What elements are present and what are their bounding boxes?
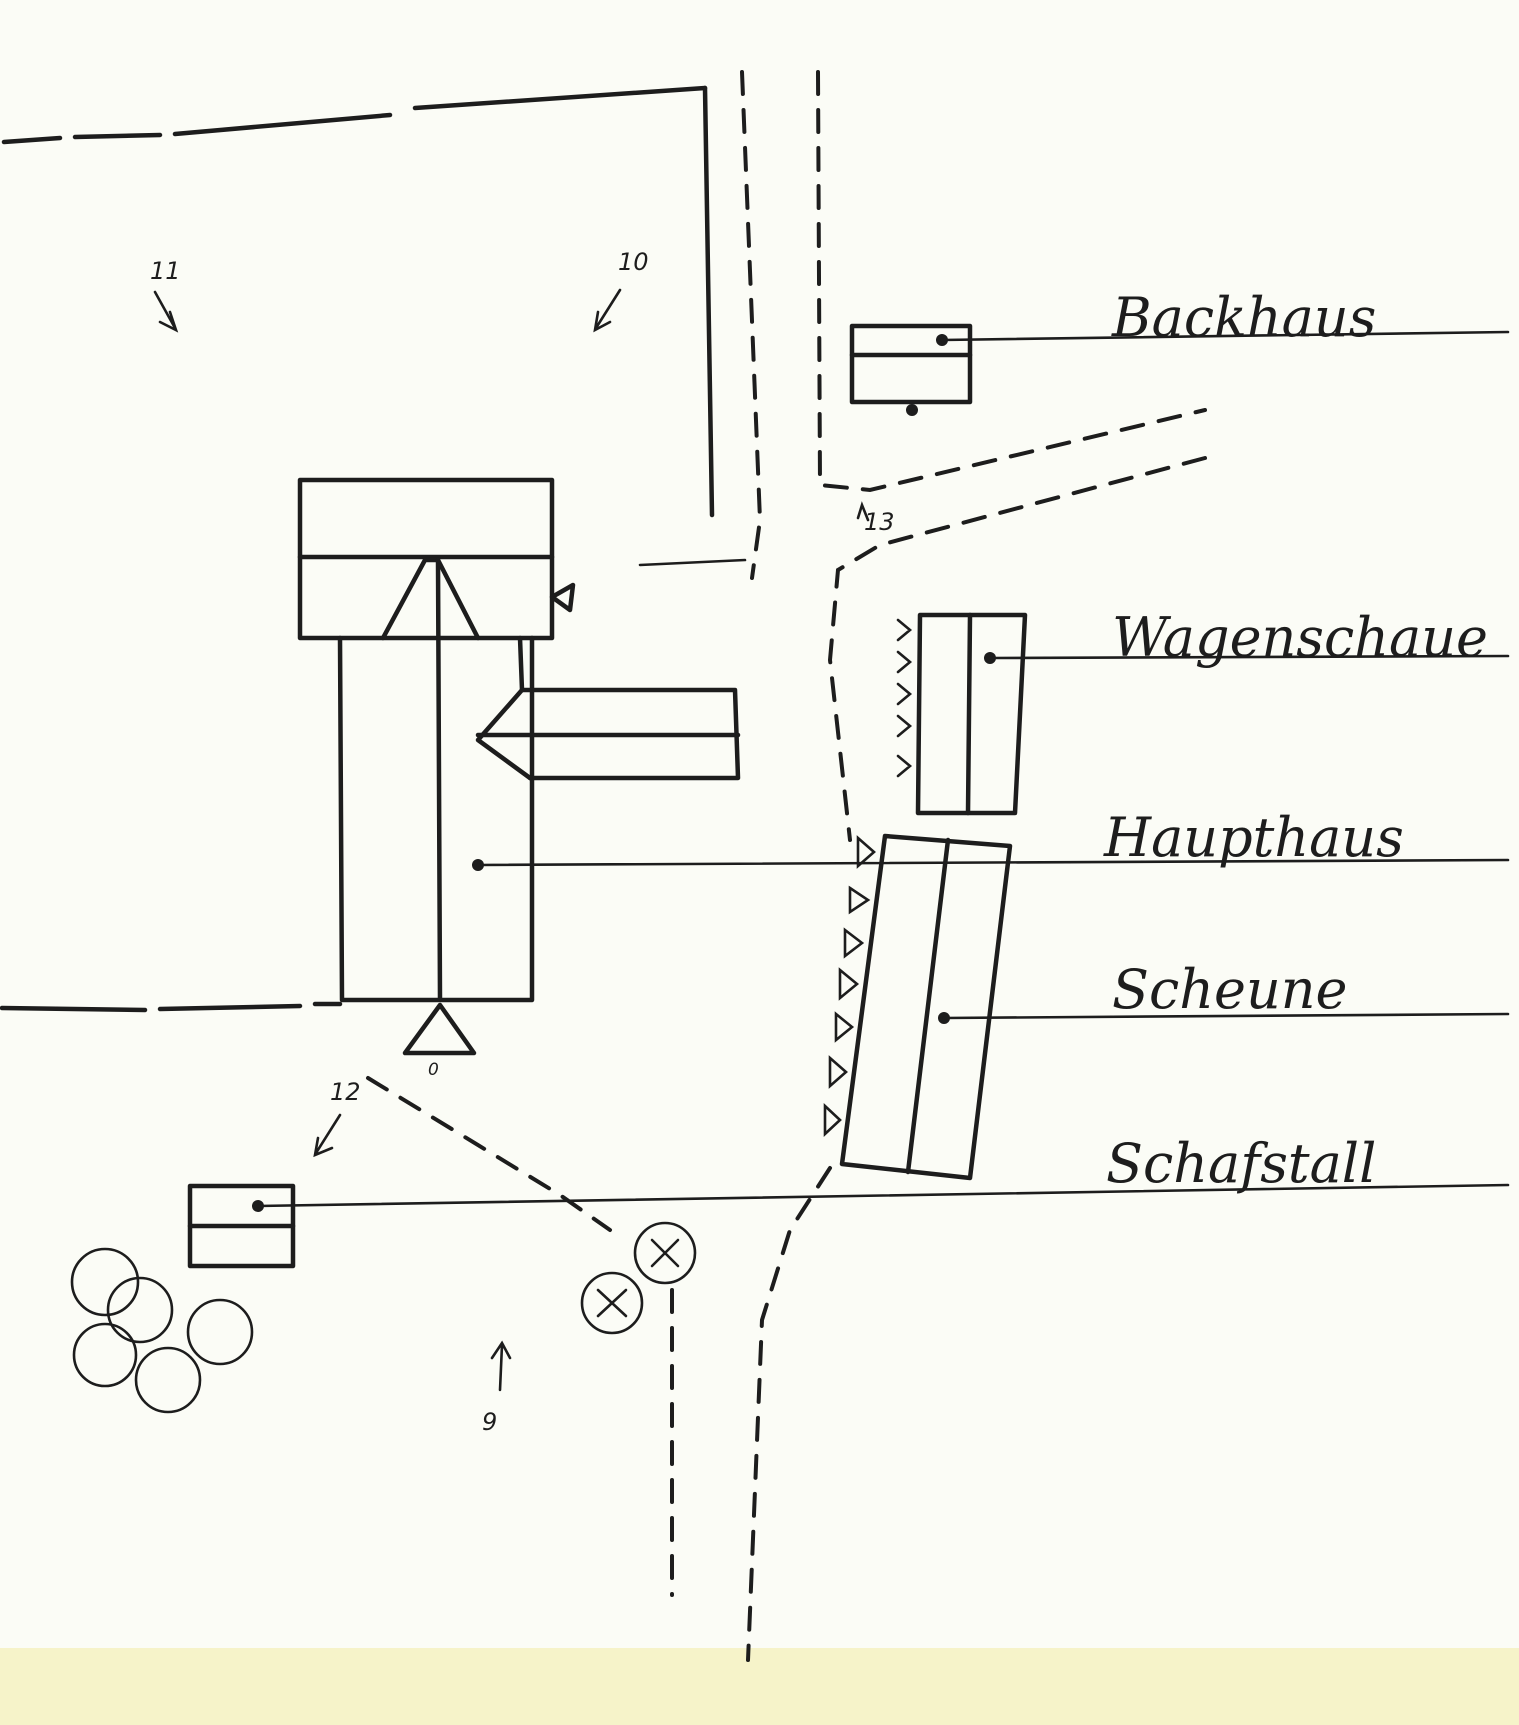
- number-0: 0: [428, 1060, 439, 1080]
- label-wagenschauer: Wagenschaue: [1112, 606, 1488, 669]
- number-11: 11: [150, 257, 181, 285]
- number-12: 12: [330, 1078, 361, 1106]
- number-9: 9: [482, 1408, 497, 1436]
- label-backhaus: Backhaus: [1111, 286, 1376, 349]
- property-boundary-top: [1, 85, 715, 518]
- tree-cluster: [70, 1247, 254, 1414]
- number-13: 13: [864, 508, 895, 536]
- scheune-entrance-markers: [823, 835, 876, 1137]
- haupthaus-building: [297, 477, 741, 1056]
- label-scheune: Scheune: [1112, 958, 1348, 1021]
- label-leader-lines: [256, 330, 1510, 1208]
- wagenschauer-building: [896, 612, 1028, 816]
- paper-edge: [0, 1648, 1519, 1725]
- schafstall-building: [187, 1183, 296, 1269]
- viewpoint-arrows: [153, 288, 870, 1392]
- label-schafstall: Schafstall: [1106, 1132, 1376, 1195]
- road-dashed-lines: [366, 70, 1207, 1662]
- scheune-building: [823, 833, 1013, 1181]
- marked-trees: [580, 1221, 697, 1335]
- label-haupthaus: Haupthaus: [1103, 806, 1404, 869]
- number-10: 10: [618, 248, 649, 276]
- property-boundary-bottom: [0, 1001, 343, 1013]
